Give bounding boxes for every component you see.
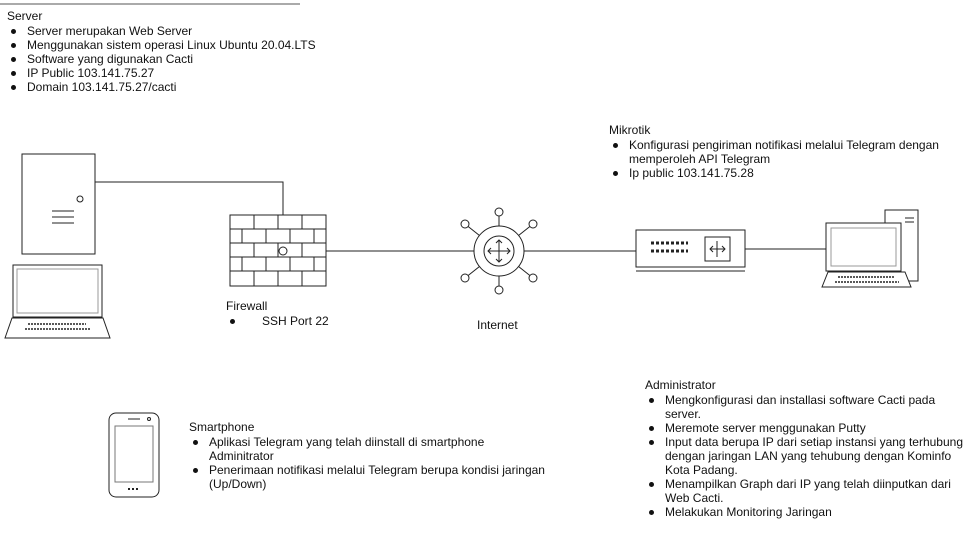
administrator-title: Administrator — [645, 378, 716, 392]
server-title: Server — [7, 9, 43, 23]
server-tower — [21, 153, 96, 255]
server-item: Server merupakan Web Server — [7, 24, 337, 38]
mikrotik-items: Konfigurasi pengiriman notifikasi melalu… — [609, 138, 964, 180]
server-computer-icon — [4, 153, 111, 339]
smartphone-items: Aplikasi Telegram yang telah diinstall d… — [189, 435, 549, 491]
administrator-item: Melakukan Monitoring Jaringan — [645, 505, 965, 519]
firewall-icon — [229, 214, 327, 287]
mikrotik-router-icon — [635, 229, 746, 272]
server-item: Domain 103.141.75.27/cacti — [7, 80, 337, 94]
internet-label: Internet — [477, 318, 518, 332]
admin-keyboard — [821, 271, 912, 288]
admin-pc-icon — [821, 209, 919, 288]
server-info: Server Server merupakan Web Server Mengg… — [7, 9, 337, 94]
firewall-info: Firewall SSH Port 22 — [226, 299, 386, 328]
mikrotik-item: Ip public 103.141.75.28 — [609, 166, 964, 180]
administrator-info: Administrator Mengkonfigurasi dan instal… — [645, 378, 965, 519]
firewall-items: SSH Port 22 — [226, 314, 386, 328]
server-items: Server merupakan Web Server Menggunakan … — [7, 24, 337, 94]
administrator-items: Mengkonfigurasi dan installasi software … — [645, 393, 965, 519]
server-item: Menggunakan sistem operasi Linux Ubuntu … — [7, 38, 337, 52]
administrator-item: Menampilkan Graph dari IP yang telah dii… — [645, 477, 955, 505]
server-item: IP Public 103.141.75.27 — [7, 66, 337, 80]
administrator-item: Meremote server menggunakan Putty — [645, 421, 965, 435]
server-keyboard — [4, 317, 111, 339]
server-power-led — [76, 195, 84, 203]
mikrotik-info: Mikrotik Konfigurasi pengiriman notifika… — [609, 123, 964, 180]
administrator-item: Mengkonfigurasi dan installasi software … — [645, 393, 955, 421]
smartphone-item: Penerimaan notifikasi melalui Telegram b… — [189, 463, 549, 491]
firewall-item: SSH Port 22 — [226, 314, 386, 328]
internet-hub-icon — [460, 207, 538, 295]
mikrotik-item: Konfigurasi pengiriman notifikasi melalu… — [609, 138, 964, 166]
smartphone-icon — [108, 412, 160, 498]
server-item: Software yang digunakan Cacti — [7, 52, 337, 66]
mikrotik-title: Mikrotik — [609, 123, 651, 137]
smartphone-title: Smartphone — [189, 420, 255, 434]
smartphone-info: Smartphone Aplikasi Telegram yang telah … — [189, 420, 549, 491]
smartphone-item: Aplikasi Telegram yang telah diinstall d… — [189, 435, 499, 463]
firewall-port-node — [278, 246, 288, 256]
administrator-item: Input data berupa IP dari setiap instans… — [645, 435, 965, 477]
firewall-title: Firewall — [226, 299, 268, 313]
